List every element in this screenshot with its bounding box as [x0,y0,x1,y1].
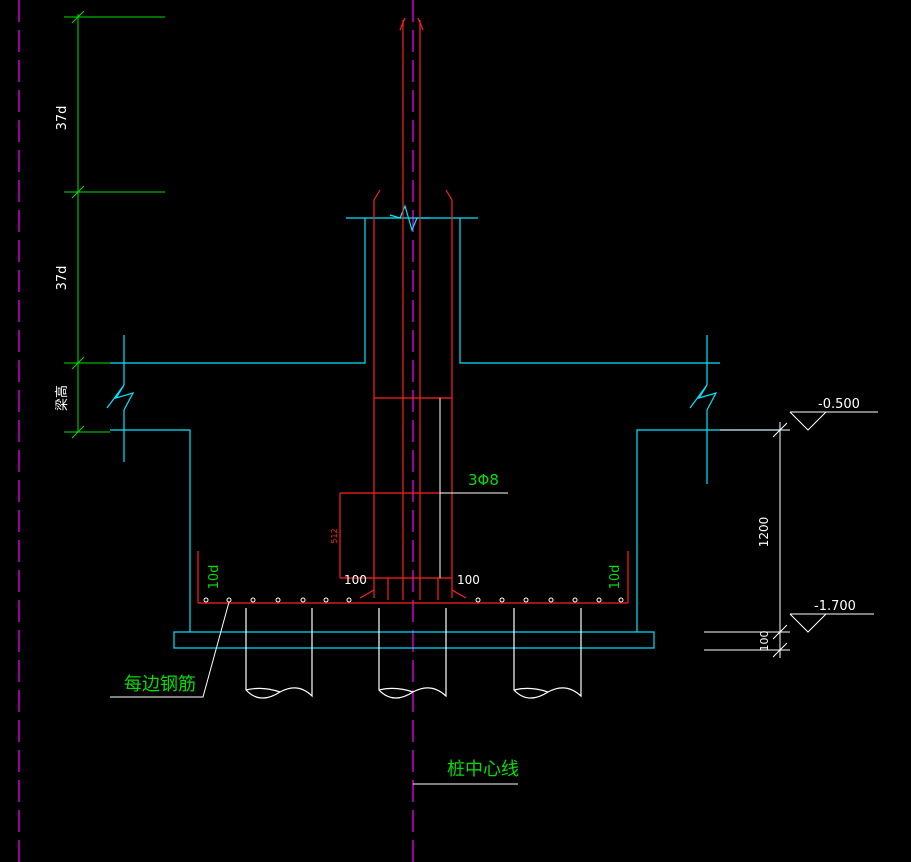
hook-left-label: 10d [207,565,222,590]
hook-right-label: 10d [608,565,623,590]
dim-label-37d-upper: 37d [55,106,70,131]
elevation-top-label: -0.500 [818,397,860,412]
each-side-leader [110,601,230,698]
extension-left-label: 100 [344,573,367,587]
elevation-dims [704,411,878,658]
spacing-dim-label: 512 [330,528,339,543]
each-side-bars-label: 每边钢筋 [124,674,196,695]
rebar-dots [203,597,624,603]
left-dimension-group [64,10,165,439]
concrete-outline [106,204,780,649]
extension-right-label: 100 [457,573,480,587]
rebar-callout-label: 3Φ8 [468,471,499,489]
rebar-group [197,17,629,604]
cushion-dim-label: 100 [758,631,771,652]
dim-label-37d-middle: 37d [55,266,70,291]
elevation-bottom-label: -1.700 [814,599,856,614]
depth-dim-label: 1200 [757,517,771,548]
pile-center-line-label: 桩中心线 [447,759,519,780]
dim-label-beam-height: 梁高 [54,385,70,411]
piles [245,608,582,699]
